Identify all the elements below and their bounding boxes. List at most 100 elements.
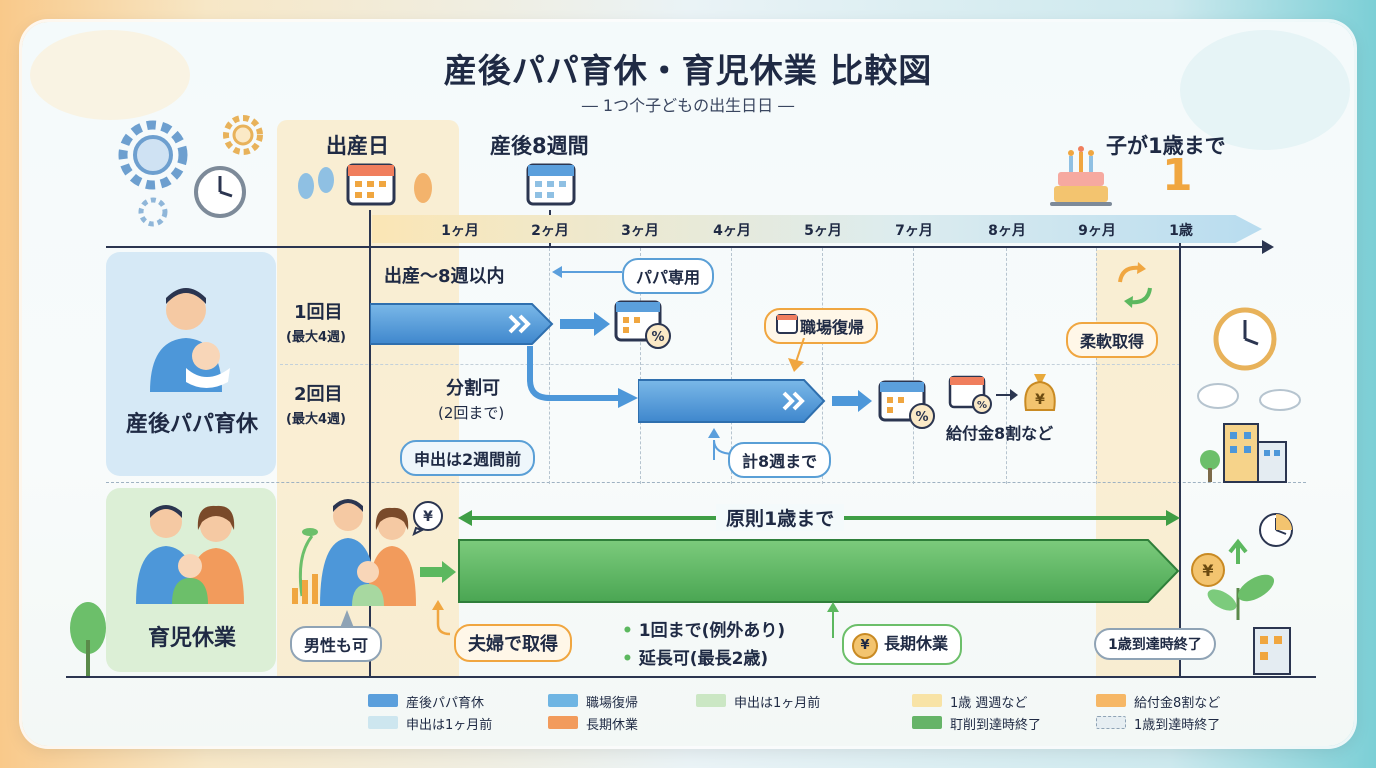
subrow-separator	[280, 364, 1180, 365]
legend-label-8: 1歳到達時終了	[1134, 718, 1221, 733]
milestone-8-weeks: 産後8週間	[490, 134, 589, 158]
clouds-icon	[1197, 383, 1301, 411]
growth-money-icon: ¥	[1191, 513, 1293, 675]
split-label: 分割可	[446, 378, 500, 399]
legend-swatch-7	[912, 716, 942, 729]
principle-label: 原則1歳まで	[716, 504, 845, 531]
svg-text:%: %	[651, 330, 664, 345]
tick-3m: 3ヶ月	[621, 223, 659, 239]
yen-coin-icon: ¥	[852, 633, 878, 659]
yen-speech-bubble-icon: ¥	[412, 501, 443, 536]
second-calendar-percent-icon: %	[878, 380, 935, 429]
men-ok-pointer	[340, 610, 354, 628]
papa-leave-label: 産後パパ育休	[125, 412, 258, 437]
legend-label-7: 耵削到達時終了	[950, 718, 1042, 733]
return-pointer-arrow	[788, 338, 805, 372]
grid-4m	[731, 248, 732, 484]
gears-icon	[118, 115, 263, 227]
legend-label-6: 長期休業	[586, 718, 639, 733]
couple-badge: 夫婦で取得	[454, 624, 572, 662]
timeline-axis-arrowhead	[1262, 240, 1274, 254]
extend-label: 延長可(最長2歳)	[638, 649, 769, 669]
timeline-ribbon	[372, 215, 1262, 243]
family-icon	[136, 505, 244, 604]
men-ok-badge: 男性も可	[290, 626, 383, 662]
childcare-entry-arrow	[420, 561, 456, 583]
split-connector-arrow	[527, 346, 638, 408]
return-calendar-icon	[776, 314, 798, 334]
grid-8m	[1006, 248, 1007, 484]
papa-first-label: 1回目	[294, 302, 343, 323]
timeline-axis	[106, 246, 1266, 248]
milestone-1-year-big: 1	[1162, 150, 1193, 201]
childcare-bar	[458, 539, 1180, 603]
milestone-birth: 出産日	[326, 134, 389, 158]
benefit-arrow	[996, 389, 1018, 401]
tick-9m: 9ヶ月	[1078, 223, 1116, 239]
legend-label-4: 給付金8割など	[1134, 696, 1221, 711]
long-term-label: 長期休業	[884, 634, 949, 653]
legend-swatch-8	[1096, 716, 1126, 729]
second-bar-arrow	[832, 390, 872, 412]
footprint-right-icon	[414, 173, 432, 203]
svg-text:¥: ¥	[1035, 392, 1045, 408]
couple-pointer-arrow	[432, 600, 451, 636]
legend-swatch-0	[368, 694, 398, 707]
benefit-calendar-icon: %	[948, 375, 992, 414]
decor-blob-top-right	[1180, 30, 1350, 150]
return-to-work-label: 職場復帰	[800, 318, 865, 337]
benefit-text: 給付金8割など	[946, 424, 1054, 443]
page-subtitle: ― 1つ个子どもの出生日日 ―	[581, 96, 795, 115]
tick-8m: 8ヶ月	[988, 223, 1026, 239]
tick-1y: 1歳	[1169, 223, 1193, 239]
bottom-axis	[66, 676, 1316, 678]
window-arrow	[552, 266, 622, 278]
papa-window-text: 出産〜8週以内	[384, 266, 505, 287]
page-title: 産後パパ育休・育児休業 比較図	[443, 51, 933, 90]
grid-9m	[1096, 248, 1097, 484]
papa-first-bar	[370, 303, 554, 345]
extend-bullet: •	[622, 649, 633, 669]
buildings-icon	[1200, 423, 1287, 483]
one-year-band	[1096, 250, 1180, 676]
legend-label-5: 申出は1ヶ月前	[406, 718, 493, 733]
legend-swatch-5	[368, 716, 398, 729]
money-bag-icon: ¥	[1024, 374, 1056, 411]
papa-first-note: (最大4週)	[286, 330, 346, 345]
legend-swatch-2	[696, 694, 726, 707]
birth-line	[369, 210, 371, 676]
legend-swatch-6	[548, 716, 578, 729]
one-year-line	[1179, 236, 1181, 676]
tick-7m: 7ヶ月	[895, 223, 933, 239]
long-term-badge: ¥ 長期休業	[842, 624, 963, 665]
legend-swatch-3	[912, 694, 942, 707]
grid-2m	[549, 248, 550, 484]
legend-label-3: 1歳 週週など	[950, 696, 1028, 711]
legend-label-2: 申出は1ヶ月前	[734, 696, 821, 711]
birthday-cake-icon	[1050, 146, 1112, 206]
papa-second-note: (最大4週)	[286, 412, 346, 427]
footprints-icon	[298, 167, 334, 199]
svg-text:%: %	[977, 400, 987, 411]
svg-text:%: %	[915, 410, 928, 425]
decor-blob-top-left	[30, 30, 190, 120]
legend-label-1: 職場復帰	[586, 696, 639, 711]
apply-two-weeks-badge: 申出は2週間前	[400, 440, 536, 476]
papa-second-label: 2回目	[294, 384, 343, 405]
grid-7m	[913, 248, 914, 484]
long-term-pointer-arrow	[827, 602, 839, 638]
legend-swatch-1	[548, 694, 578, 707]
svg-text:¥: ¥	[423, 509, 433, 525]
once-label: 1回まで(例外あり)	[638, 621, 786, 641]
row-separator	[106, 482, 1306, 483]
milestone-1-year: 子が1歳まで	[1106, 134, 1226, 158]
father-with-baby-icon	[150, 288, 230, 392]
legend-label-0: 産後パパ育休	[406, 696, 485, 711]
once-bullet: •	[622, 621, 633, 641]
birth-calendar-icon	[346, 163, 396, 206]
grid-5m	[822, 248, 823, 484]
split-note: (2回まで)	[438, 404, 505, 422]
grid-3m	[640, 248, 641, 484]
extend-text: • 延長可(最長2歳)	[622, 644, 768, 669]
flexible-badge: 柔軟取得	[1066, 322, 1159, 358]
